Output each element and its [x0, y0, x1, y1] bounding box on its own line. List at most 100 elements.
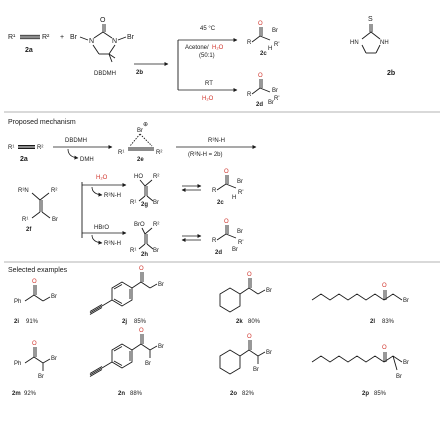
example-id: 2k [236, 319, 243, 325]
example-id: 2l [370, 319, 375, 325]
br-label: Br [127, 34, 135, 41]
svg-text:H: H [268, 46, 272, 52]
compound-id-2h: 2h [141, 252, 148, 258]
svg-text:R¹: R¹ [130, 248, 136, 254]
ph-label: Ph [14, 299, 21, 305]
svg-text:O: O [224, 219, 229, 225]
svg-text:R³N: R³N [18, 188, 29, 194]
example-2l: O Br 2l 83% [311, 283, 409, 325]
example-2j: O Br 2j 85% [89, 266, 164, 325]
svg-text:R¹: R¹ [8, 145, 14, 151]
svg-text:O: O [32, 279, 37, 285]
example-2k: O Br 2k 80% [219, 272, 272, 325]
svg-text:H: H [232, 195, 236, 201]
svg-text:R': R' [274, 96, 279, 102]
enol-2h: BrO R² R¹ Br 2h [130, 222, 159, 258]
svg-text:Br: Br [232, 247, 238, 253]
svg-text:R¹: R¹ [118, 150, 124, 156]
reagent-label: HBrO [94, 225, 109, 231]
svg-text:Br: Br [153, 200, 159, 206]
compound-id-2g: 2g [141, 202, 148, 208]
r2-label: R² [42, 34, 50, 41]
svg-text:O: O [382, 283, 387, 289]
section-heading-mechanism: Proposed mechanism [8, 119, 76, 126]
example-id: 2p [362, 391, 369, 397]
svg-text:R²: R² [37, 145, 43, 151]
svg-text:R: R [212, 238, 217, 244]
svg-text:Br: Br [51, 356, 57, 362]
svg-text:Br: Br [403, 298, 409, 304]
byproduct-label: DMH [80, 157, 94, 163]
svg-text:R¹: R¹ [130, 200, 136, 206]
svg-text:O: O [382, 345, 387, 351]
example-yield: 88% [130, 391, 143, 397]
plus-sign: + [60, 34, 64, 41]
svg-text:Br: Br [158, 344, 164, 350]
condition-water: H₂O [202, 96, 214, 102]
compound-id-2a: 2a [25, 47, 33, 54]
svg-text:Br: Br [272, 88, 278, 94]
svg-text:⊕: ⊕ [143, 122, 148, 128]
svg-text:Br: Br [266, 288, 272, 294]
compound-id-2a: 2a [20, 156, 28, 163]
svg-text:Br: Br [51, 294, 57, 300]
svg-text:O: O [247, 272, 252, 278]
intermediate-2f: R³N R² R¹ Br 2f [18, 188, 58, 233]
dbdmh-label: DBDMH [94, 71, 116, 77]
svg-text:Br: Br [253, 367, 259, 373]
mechanism-step1: R¹ R² 2a DBDMH DMH [8, 138, 113, 163]
condition-ratio: (50:1) [199, 53, 215, 59]
r1-label: R¹ [8, 34, 16, 41]
example-yield: 92% [24, 391, 37, 397]
svg-text:HO: HO [134, 174, 143, 180]
reagent-label: R³N-H [208, 138, 225, 144]
svg-text:Br: Br [272, 28, 278, 34]
hn-label: HN [350, 40, 359, 46]
svg-text:Br: Br [396, 374, 402, 380]
ketone-2c-mech: R O Br R' H 2c [212, 169, 243, 206]
condition-solvent: Acetone/ [185, 45, 209, 51]
svg-text:R: R [212, 188, 217, 194]
example-id: 2m [12, 391, 21, 397]
svg-text:O: O [258, 73, 263, 79]
svg-text:R': R' [238, 190, 243, 196]
example-yield: 82% [242, 391, 255, 397]
example-2p: O Br Br 2p 85% [311, 345, 409, 397]
svg-text:O: O [139, 266, 144, 272]
o-label: O [100, 17, 106, 24]
byproduct-label: R³N-H [104, 241, 121, 247]
example-id: 2o [230, 391, 237, 397]
enol-2g: HO R² R¹ Br 2g [130, 174, 159, 208]
compound-id-2c: 2c [217, 200, 224, 206]
svg-text:Br: Br [403, 360, 409, 366]
svg-text:R²: R² [51, 188, 57, 194]
condition-water: H₂O [212, 45, 224, 51]
example-id: 2j [122, 319, 127, 325]
bromirenium-2e: Br ⊕ R¹ R² 2e [118, 122, 162, 163]
br-label: Br [70, 34, 78, 41]
example-id: 2i [14, 319, 19, 325]
example-yield: 85% [374, 391, 387, 397]
example-2o: O Br Br 2o 82% [219, 334, 272, 397]
svg-text:R': R' [274, 42, 279, 48]
svg-text:Br: Br [158, 282, 164, 288]
svg-text:Br: Br [145, 361, 151, 367]
svg-text:R': R' [238, 240, 243, 246]
example-2n: O Br Br 2n 88% [89, 328, 164, 397]
svg-text:R²: R² [153, 174, 159, 180]
svg-text:O: O [139, 328, 144, 334]
svg-text:Br: Br [266, 350, 272, 356]
svg-text:R¹: R¹ [22, 217, 28, 223]
reagent-label: DBDMH [65, 138, 87, 144]
svg-text:Br: Br [38, 374, 44, 380]
product-2c: R O Br R' H 2c [247, 21, 279, 57]
n-label: N [112, 38, 117, 45]
example-id: 2n [118, 391, 125, 397]
svg-text:Br: Br [52, 217, 58, 223]
n-label: N [89, 38, 94, 45]
ketone-2d-mech: R O Br R' Br 2d [212, 219, 243, 256]
example-yield: 85% [134, 319, 147, 325]
svg-text:Br: Br [237, 229, 243, 235]
water-label: H₂O [96, 175, 108, 181]
